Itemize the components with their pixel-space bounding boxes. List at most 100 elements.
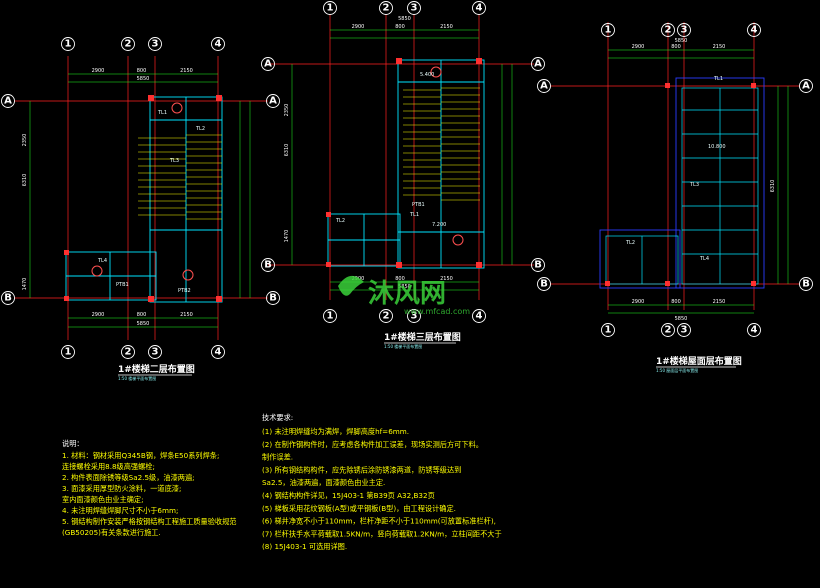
plan-3-axis-B-right: B bbox=[799, 277, 813, 291]
axis-label: 2 bbox=[383, 3, 390, 14]
axis-label: 1 bbox=[605, 25, 612, 36]
plan-1-subtitle: 1:50 楼梯平面布置图 bbox=[118, 375, 156, 381]
plan-1-member-label: TL3 bbox=[169, 158, 179, 164]
notes-right-heading: 技术要求: bbox=[262, 413, 293, 422]
plan-3-side-dim: 6310 bbox=[770, 180, 776, 193]
axis-label: B bbox=[802, 279, 810, 290]
plan-1-member-label: PTB2 bbox=[178, 288, 191, 294]
axis-label: 1 bbox=[65, 347, 72, 358]
plan-3-member-label: 10.800 bbox=[708, 144, 726, 150]
notes-right-item: (2) 在制作钢构件时，应考虑各构件加工误差，现场实测后方可下料。 bbox=[262, 440, 483, 449]
axis-label: B bbox=[264, 260, 272, 271]
plan-2-axis-B-right: B bbox=[531, 258, 545, 272]
plan-3-top-dim: 2150 bbox=[713, 44, 726, 50]
plan-3-total-dim-top: 5850 bbox=[675, 38, 688, 44]
plan-3-member-label: TL2 bbox=[625, 240, 635, 246]
plan-3-bottom-dim: 800 bbox=[671, 299, 681, 305]
plan-1-bottom-dim: 2900 bbox=[92, 312, 105, 318]
plan-3-member-label: TL3 bbox=[689, 182, 699, 188]
plan-1-second-floor bbox=[14, 56, 268, 340]
plan-1-axis-B-left: B bbox=[1, 291, 15, 305]
plan-3-axis-4-bottom: 4 bbox=[747, 323, 761, 337]
axis-label: 4 bbox=[215, 39, 222, 50]
plan-3-axis-3-top: 3 bbox=[677, 23, 691, 37]
plan-3-bottom-dim: 2150 bbox=[713, 299, 726, 305]
plan-2-title: 1#楼梯三层布置图 bbox=[384, 331, 461, 343]
notes-right-item: 制作误差. bbox=[262, 453, 293, 462]
plan-1-axis-1-bottom: 1 bbox=[61, 345, 75, 359]
notes-right-item: (8) 15J403-1 可选用详图. bbox=[262, 542, 347, 551]
plan-2-member-label: 5.400 bbox=[420, 72, 434, 78]
plan-3-title: 1#楼梯屋面层布置图 bbox=[656, 355, 742, 367]
notes-left-heading: 说明： bbox=[62, 439, 84, 448]
axis-label: A bbox=[264, 59, 272, 70]
axis-label: A bbox=[269, 96, 277, 107]
plan-1-axis-4-top: 4 bbox=[211, 37, 225, 51]
plan-3-axis-1-top: 1 bbox=[601, 23, 615, 37]
plan-3-total-dim-bottom: 5850 bbox=[675, 316, 688, 322]
plan-2-total-dim-top: 5850 bbox=[398, 16, 411, 22]
plan-2-axis-A-left: A bbox=[261, 57, 275, 71]
plan-3-axis-1-bottom: 1 bbox=[601, 323, 615, 337]
axis-label: A bbox=[802, 81, 810, 92]
watermark-url: www.mfcad.com bbox=[404, 307, 470, 316]
plan-1-axis-A-left: A bbox=[1, 94, 15, 108]
plan-2-third-floor bbox=[268, 14, 534, 300]
notes-right-item: (6) 梯井净宽不小于110mm，栏杆净距不小于110mm(可放置标准栏杆), bbox=[262, 517, 496, 526]
plan-3-member-label: TL4 bbox=[699, 256, 709, 262]
plan-3-axis-2-bottom: 2 bbox=[661, 323, 675, 337]
axis-label: 2 bbox=[665, 325, 672, 336]
plan-1-axis-A-right: A bbox=[266, 94, 280, 108]
notes-left-item: 3. 面漆采用厚型防火涂料，一道底漆; bbox=[62, 484, 181, 493]
axis-label: 2 bbox=[383, 311, 390, 322]
axis-label: 3 bbox=[411, 311, 418, 322]
plan-1-side-dim: 1470 bbox=[22, 278, 28, 291]
plan-1-axis-1-top: 1 bbox=[61, 37, 75, 51]
plan-1-member-label: TL2 bbox=[195, 126, 205, 132]
plan-3-axis-4-top: 4 bbox=[747, 23, 761, 37]
plan-2-top-dim: 2900 bbox=[352, 24, 365, 30]
plan-1-total-dim-bottom: 5850 bbox=[137, 321, 150, 327]
plan-2-member-label: 7.200 bbox=[432, 222, 446, 228]
axis-label: 2 bbox=[125, 39, 132, 50]
plan-1-axis-2-bottom: 2 bbox=[121, 345, 135, 359]
plan-1-member-label: TL4 bbox=[97, 258, 107, 264]
plan-1-total-dim-top: 5850 bbox=[137, 76, 150, 82]
notes-right-item: (5) 梯板采用花纹钢板(A型)或平钢板(B型)，由工程设计确定. bbox=[262, 504, 456, 513]
plan-1-axis-3-bottom: 3 bbox=[148, 345, 162, 359]
plan-1-title: 1#楼梯二层布置图 bbox=[118, 363, 195, 375]
notes-right-item: (7) 栏杆扶手水平荷载取1.5KN/m，竖向荷载取1.2KN/m，立柱间距不大… bbox=[262, 529, 502, 538]
notes-right-item: (4) 钢结构构件详见，15J403-1 第B39页 A32,B32页 bbox=[262, 491, 435, 500]
plan-1-bottom-dim: 2150 bbox=[180, 312, 193, 318]
axis-label: 3 bbox=[681, 25, 688, 36]
watermark-logo: 沐风网 www.mfcad.com bbox=[338, 275, 470, 316]
axis-label: 2 bbox=[125, 347, 132, 358]
axis-label: 4 bbox=[751, 325, 758, 336]
plan-1-member-label: PTB1 bbox=[116, 282, 129, 288]
axis-label: B bbox=[269, 293, 277, 304]
axis-label: 3 bbox=[152, 39, 159, 50]
axis-label: 4 bbox=[476, 311, 483, 322]
plan-3-axis-3-bottom: 3 bbox=[677, 323, 691, 337]
plan-2-top-dim: 800 bbox=[395, 24, 405, 30]
notes-right-item: (3) 所有钢结构构件，应先除锈后涂防锈漆两道，防锈等级达到 bbox=[262, 465, 461, 474]
plan-1-axis-B-right: B bbox=[266, 291, 280, 305]
notes-left-item: 室内面漆颜色由业主确定; bbox=[62, 495, 144, 504]
plan-2-side-dim: 6310 bbox=[284, 144, 290, 157]
plan-2-axis-B-left: B bbox=[261, 258, 275, 272]
notes-left-item: 5. 钢结构制作安装严格按钢结构工程施工质量验收规范 bbox=[62, 517, 236, 526]
plan-2-member-label: TL2 bbox=[335, 218, 345, 224]
plan-2-side-dim: 2350 bbox=[284, 104, 290, 117]
plan-2-bottom-dim: 2150 bbox=[440, 276, 453, 282]
axis-label: A bbox=[4, 96, 12, 107]
plan-2-axis-1-top: 1 bbox=[323, 1, 337, 15]
notes-right: 技术要求: (1) 未注明焊缝均为满焊，焊脚高度hf=6mm.(2) 在制作钢构… bbox=[262, 413, 502, 551]
axis-label: 2 bbox=[665, 25, 672, 36]
axis-label: 4 bbox=[751, 25, 758, 36]
notes-left-item: (GB50205)有关条款进行施工. bbox=[62, 528, 161, 537]
plan-1-bottom-dim: 800 bbox=[137, 312, 147, 318]
plan-1-side-dim: 2350 bbox=[22, 134, 28, 147]
